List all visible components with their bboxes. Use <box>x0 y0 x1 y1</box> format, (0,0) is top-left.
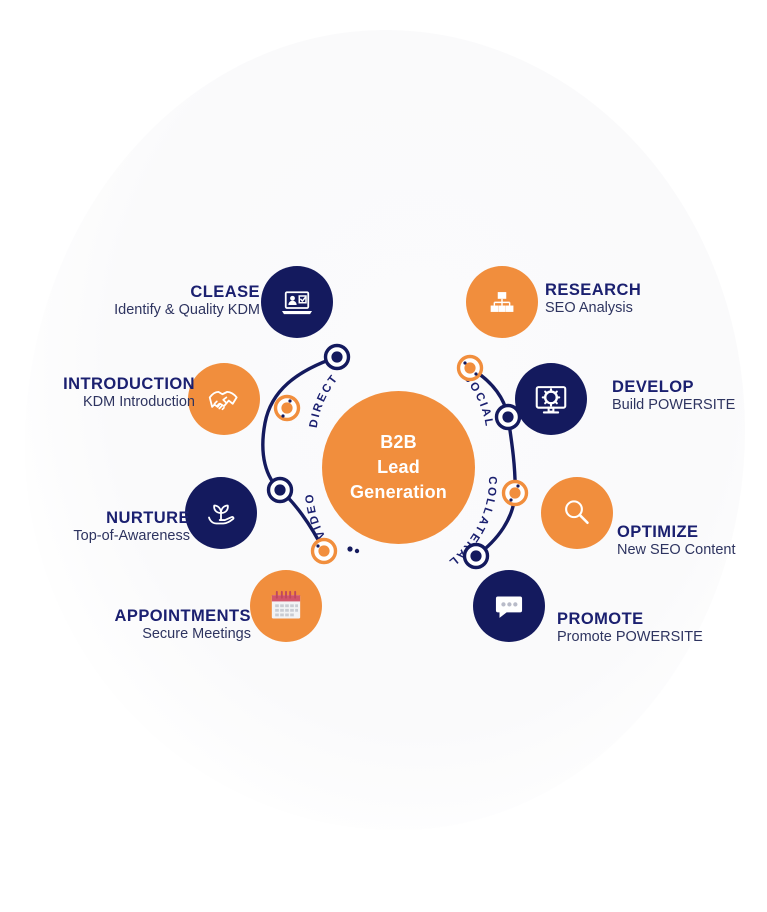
node-right-lower-orange[interactable] <box>501 479 529 507</box>
center-circle: B2B Lead Generation <box>322 391 475 544</box>
label-promote-subtitle: Promote POWERSITE <box>557 629 703 646</box>
label-research-title: RESEARCH <box>545 281 642 299</box>
label-develop-subtitle: Build POWERSITE <box>612 397 736 414</box>
node-left-upper-orange[interactable] <box>273 394 301 422</box>
plant-in-hand-icon <box>208 504 235 525</box>
badge-optimize[interactable] <box>541 477 613 549</box>
center-line-1: B2B <box>380 432 417 453</box>
label-promote-title: PROMOTE <box>557 610 644 628</box>
node-right-bottom-navy[interactable] <box>462 542 490 570</box>
node-right-top-orange[interactable] <box>456 354 484 382</box>
label-clease-title: CLEASE <box>190 283 260 301</box>
label-nurture-title: NURTURE <box>106 509 190 527</box>
label-optimize: OPTIMIZE New SEO Content <box>617 523 735 559</box>
center-line-3: Generation <box>349 481 448 502</box>
badge-develop[interactable] <box>515 363 587 435</box>
badge-appointments[interactable] <box>250 570 322 642</box>
sitemap-icon <box>490 292 514 312</box>
label-optimize-subtitle: New SEO Content <box>617 542 736 559</box>
calendar-icon <box>271 590 301 619</box>
label-appointments-title: APPOINTMENTS <box>114 607 251 625</box>
label-research-subtitle: SEO Analysis <box>545 300 633 317</box>
label-introduction-title: INTRODUCTION <box>63 375 195 393</box>
label-appointments: APPOINTMENTS Secure Meetings <box>35 607 252 643</box>
chat-bubble-icon <box>495 596 523 618</box>
center-line-2: Lead <box>377 457 420 478</box>
arc-label-video: VIDEO <box>304 492 328 541</box>
badge-nurture[interactable] <box>185 477 257 549</box>
label-develop: DEVELOP Build POWERSITE <box>612 378 735 414</box>
handshake-icon <box>208 390 238 411</box>
label-nurture-subtitle: Top-of-Awareness <box>73 528 190 545</box>
badge-introduction[interactable] <box>188 363 260 435</box>
label-clease-subtitle: Identify & Quality KDM <box>114 302 260 319</box>
decorative-dots <box>347 546 360 554</box>
badge-promote[interactable] <box>473 570 545 642</box>
label-research: RESEARCH SEO Analysis <box>545 281 641 317</box>
label-optimize-title: OPTIMIZE <box>617 523 699 541</box>
label-appointments-subtitle: Secure Meetings <box>142 626 251 643</box>
node-left-lower-navy[interactable] <box>266 476 294 504</box>
label-introduction: INTRODUCTION KDM Introduction <box>0 375 195 411</box>
label-nurture: NURTURE Top-of-Awareness <box>0 509 190 545</box>
left-arc-path <box>261 355 339 553</box>
label-introduction-subtitle: KDM Introduction <box>82 394 195 411</box>
badge-clease[interactable] <box>261 266 333 338</box>
label-promote: PROMOTE Promote POWERSITE <box>557 610 703 646</box>
right-arc-path <box>468 366 517 558</box>
arc-label-direct: DIRECT <box>308 372 342 429</box>
magnifier-icon <box>565 500 589 525</box>
monitor-gear-icon <box>535 386 567 414</box>
node-left-bottom-orange[interactable] <box>310 537 338 565</box>
laptop-checklist-icon <box>282 291 312 315</box>
label-develop-title: DEVELOP <box>612 378 695 396</box>
node-left-top-navy[interactable] <box>323 343 351 371</box>
badge-research[interactable] <box>466 266 538 338</box>
label-clease: CLEASE Identify & Quality KDM <box>40 283 260 319</box>
